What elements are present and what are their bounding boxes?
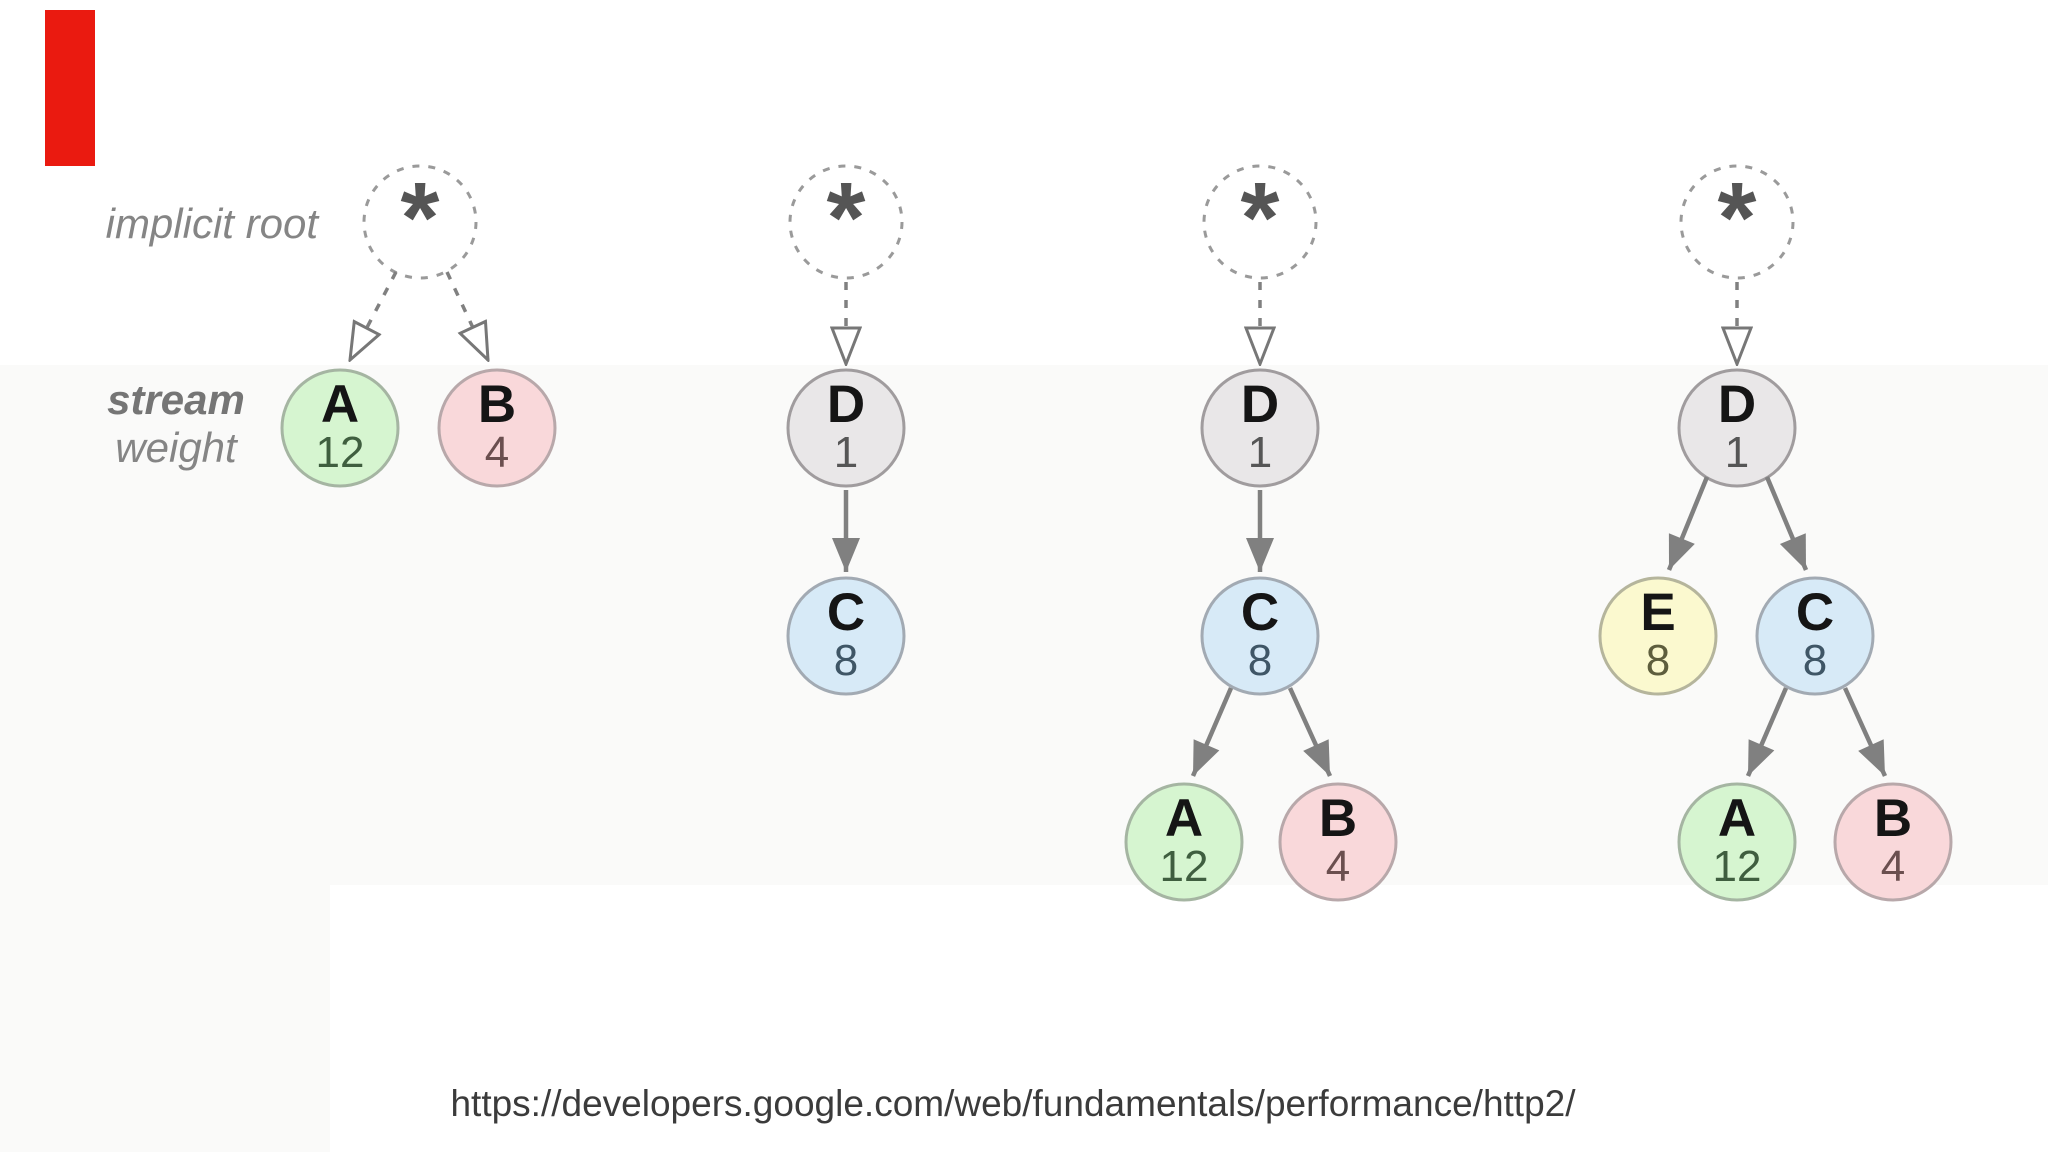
node-d-weight: 1 <box>834 428 858 477</box>
node-a-circle <box>1124 782 1244 902</box>
node-e-weight: 8 <box>1646 636 1670 685</box>
arrow-d-to-c <box>1764 476 1809 571</box>
node-b-weight: 4 <box>1881 842 1905 891</box>
dashed-arrow-root-to-b <box>445 271 488 360</box>
node-b-circle <box>1278 782 1398 902</box>
node-b-circle <box>437 368 557 488</box>
node-b-weight: 4 <box>1326 842 1350 891</box>
node-c-weight: 8 <box>834 636 858 685</box>
node-d-circle <box>1200 368 1320 488</box>
background-band-corner <box>0 885 330 1152</box>
node-b-label: B <box>1874 789 1912 848</box>
node-d-weight: 1 <box>1248 428 1272 477</box>
node-c-weight: 8 <box>1803 636 1827 685</box>
arrow-d-to-e <box>1666 476 1710 571</box>
arrow-c-to-b <box>1842 687 1888 777</box>
node-d-label: D <box>1241 375 1279 434</box>
node-a-weight: 12 <box>1713 842 1762 891</box>
node-c-label: C <box>1796 583 1834 642</box>
implicit-root-node-1 <box>362 164 478 280</box>
implicit-root-label: implicit root <box>106 200 321 247</box>
node-c-circle <box>786 576 906 696</box>
node-d-circle <box>1677 368 1797 488</box>
priority-tree-2: * D 1 C 8 <box>786 162 906 696</box>
asterisk-icon-2: * <box>827 162 866 274</box>
node-b-label: B <box>1319 789 1357 848</box>
node-b-label: B <box>478 375 516 434</box>
node-b-circle <box>1833 782 1953 902</box>
asterisk-icon-1: * <box>401 162 440 274</box>
node-c-circle <box>1755 576 1875 696</box>
priority-tree-4: * D 1 E 8 C 8 A 12 B 4 <box>1598 162 1953 902</box>
source-url: https://developers.google.com/web/fundam… <box>450 1083 1576 1124</box>
node-a-label: A <box>321 375 359 434</box>
node-a-circle <box>280 368 400 488</box>
arrow-c-to-a <box>1745 687 1789 777</box>
node-d-circle <box>786 368 906 488</box>
node-e-label: E <box>1640 583 1675 642</box>
asterisk-icon-4: * <box>1718 162 1757 274</box>
node-a-label: A <box>1165 789 1203 848</box>
node-b-weight: 4 <box>485 428 509 477</box>
arrow-c-to-a <box>1190 687 1234 777</box>
asterisk-icon-3: * <box>1241 162 1280 274</box>
node-c-weight: 8 <box>1248 636 1272 685</box>
node-a-weight: 12 <box>316 428 365 477</box>
implicit-root-node-2 <box>788 164 904 280</box>
node-a-weight: 12 <box>1160 842 1209 891</box>
node-a-label: A <box>1718 789 1756 848</box>
priority-tree-1: * A 12 B 4 <box>280 162 557 488</box>
red-marker <box>45 10 95 166</box>
implicit-root-node-4 <box>1679 164 1795 280</box>
node-c-label: C <box>1241 583 1279 642</box>
priority-tree-3: * D 1 C 8 A 12 B 4 <box>1124 162 1398 902</box>
node-d-weight: 1 <box>1725 428 1749 477</box>
node-a-circle <box>1677 782 1797 902</box>
node-c-label: C <box>827 583 865 642</box>
dashed-arrow-root-to-a <box>350 271 398 360</box>
node-e-circle <box>1598 576 1718 696</box>
stream-label: stream <box>107 376 245 423</box>
node-d-label: D <box>827 375 865 434</box>
node-d-label: D <box>1718 375 1756 434</box>
weight-label: weight <box>115 424 239 471</box>
node-c-circle <box>1200 576 1320 696</box>
implicit-root-node-3 <box>1202 164 1318 280</box>
arrow-c-to-b <box>1287 687 1333 777</box>
